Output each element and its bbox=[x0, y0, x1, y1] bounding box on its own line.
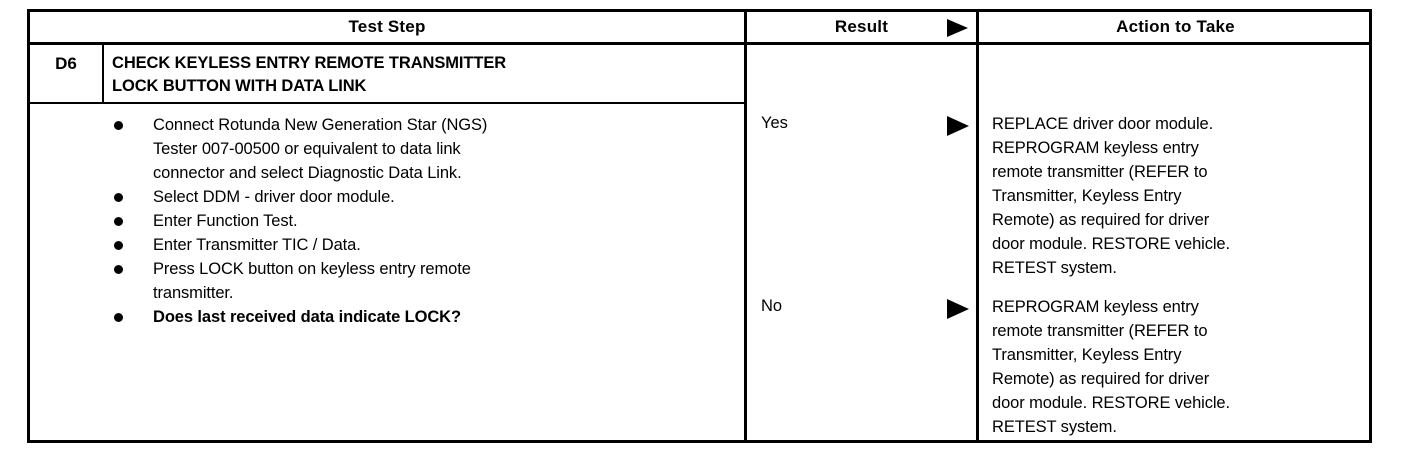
result-value-no-label: No bbox=[761, 297, 783, 315]
list-item-line: Tester 007-00500 or equivalent to data l… bbox=[153, 140, 461, 158]
column-header-action: Action to Take bbox=[979, 12, 1372, 42]
step-id-divider bbox=[102, 42, 104, 104]
action-line: RETEST system. bbox=[992, 259, 1117, 277]
list-item-question: Does last received data indicate LOCK? bbox=[112, 305, 722, 329]
result-value-no: No bbox=[761, 297, 782, 316]
step-title: CHECK KEYLESS ENTRY REMOTE TRANSMITTER L… bbox=[112, 52, 732, 98]
step-title-divider bbox=[30, 102, 744, 104]
step-title-line: CHECK KEYLESS ENTRY REMOTE TRANSMITTER bbox=[112, 54, 507, 72]
step-instruction-list: Connect Rotunda New Generation Star (NGS… bbox=[112, 113, 722, 329]
list-item-line: Connect Rotunda New Generation Star (NGS… bbox=[153, 116, 488, 134]
step-id: D6 bbox=[30, 42, 102, 102]
header-row-divider bbox=[30, 42, 1369, 45]
list-item-text: Select DDM - driver door module. bbox=[153, 185, 722, 209]
list-item-text: Enter Transmitter TIC / Data. bbox=[153, 233, 722, 257]
list-item-text: Does last received data indicate LOCK? bbox=[153, 305, 722, 329]
action-line: Transmitter, Keyless Entry bbox=[992, 346, 1182, 364]
bullet-icon bbox=[114, 121, 123, 130]
action-text-yes: REPLACE driver door module. REPROGRAM ke… bbox=[992, 112, 1372, 280]
action-line: door module. RESTORE vehicle. bbox=[992, 235, 1230, 253]
column-header-test-step-label: Test Step bbox=[348, 17, 426, 36]
action-line: REPROGRAM keyless entry bbox=[992, 139, 1199, 157]
list-item: Enter Function Test. bbox=[112, 209, 722, 233]
column-header-test-step: Test Step bbox=[30, 12, 744, 42]
list-item-line: transmitter. bbox=[153, 284, 234, 302]
bullet-icon bbox=[114, 217, 123, 226]
list-item: Enter Transmitter TIC / Data. bbox=[112, 233, 722, 257]
list-item-line: Press LOCK button on keyless entry remot… bbox=[153, 260, 471, 278]
action-line: remote transmitter (REFER to bbox=[992, 322, 1208, 340]
list-item-line: Does last received data indicate LOCK? bbox=[153, 308, 461, 326]
step-id-label: D6 bbox=[55, 54, 77, 73]
column-header-result: Result bbox=[747, 12, 976, 42]
bullet-icon bbox=[114, 241, 123, 250]
column-header-action-label: Action to Take bbox=[1116, 17, 1235, 36]
result-value-yes: Yes bbox=[761, 114, 788, 133]
list-item: Select DDM - driver door module. bbox=[112, 185, 722, 209]
action-line: Transmitter, Keyless Entry bbox=[992, 187, 1182, 205]
list-item-line: Enter Function Test. bbox=[153, 212, 298, 230]
list-item-line: connector and select Diagnostic Data Lin… bbox=[153, 164, 462, 182]
result-value-yes-label: Yes bbox=[761, 114, 788, 132]
action-line: REPLACE driver door module. bbox=[992, 115, 1214, 133]
list-item-text: Press LOCK button on keyless entry remot… bbox=[153, 257, 722, 305]
action-text-no: REPROGRAM keyless entry remote transmitt… bbox=[992, 295, 1372, 439]
list-item-text: Enter Function Test. bbox=[153, 209, 722, 233]
bullet-icon bbox=[114, 265, 123, 274]
list-item: Press LOCK button on keyless entry remot… bbox=[112, 257, 722, 305]
triangle-right-icon bbox=[947, 299, 969, 319]
column-header-result-label: Result bbox=[834, 17, 889, 36]
column-divider-result bbox=[744, 12, 747, 440]
step-title-line: LOCK BUTTON WITH DATA LINK bbox=[112, 77, 367, 95]
column-divider-action bbox=[976, 12, 979, 440]
list-item-line: Select DDM - driver door module. bbox=[153, 188, 395, 206]
action-line: Remote) as required for driver bbox=[992, 370, 1210, 388]
list-item-text: Connect Rotunda New Generation Star (NGS… bbox=[153, 113, 722, 185]
action-line: door module. RESTORE vehicle. bbox=[992, 394, 1230, 412]
action-line: RETEST system. bbox=[992, 418, 1117, 436]
test-step-table: Test Step Result Action to Take D6 CHECK… bbox=[27, 9, 1372, 443]
bullet-icon bbox=[114, 313, 123, 322]
action-line: remote transmitter (REFER to bbox=[992, 163, 1208, 181]
list-item-line: Enter Transmitter TIC / Data. bbox=[153, 236, 361, 254]
triangle-right-icon bbox=[947, 116, 969, 136]
action-line: REPROGRAM keyless entry bbox=[992, 298, 1199, 316]
triangle-right-icon bbox=[947, 19, 968, 37]
action-line: Remote) as required for driver bbox=[992, 211, 1210, 229]
bullet-icon bbox=[114, 193, 123, 202]
list-item: Connect Rotunda New Generation Star (NGS… bbox=[112, 113, 722, 185]
